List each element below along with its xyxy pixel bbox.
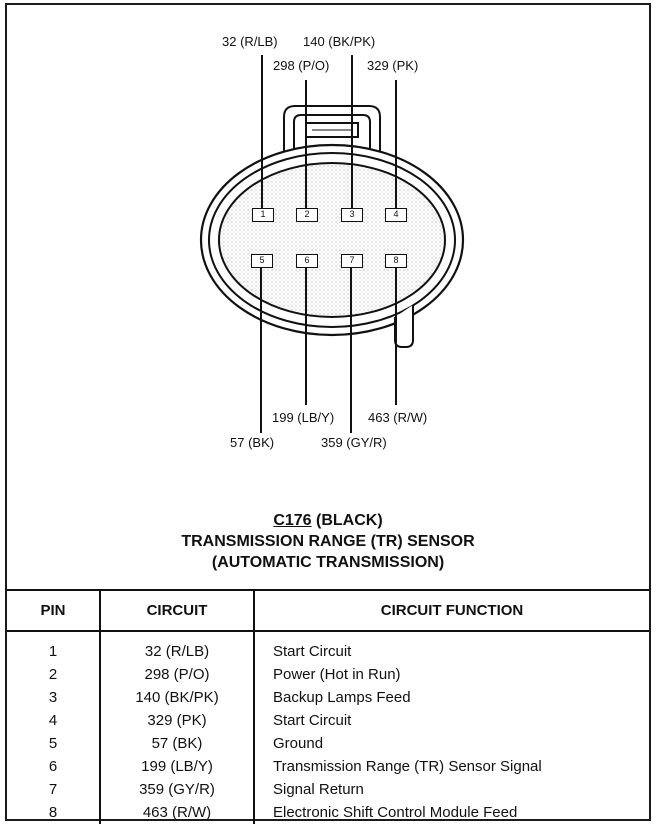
table-row: 1 32 (R/LB) Start Circuit <box>7 631 649 663</box>
cell-function: Transmission Range (TR) Sensor Signal <box>273 758 542 775</box>
cell-pin: 3 <box>7 686 101 709</box>
pin-6-box: 6 <box>296 254 318 268</box>
cell-function: Start Circuit <box>273 712 352 729</box>
cell-circuit: 298 (P/O) <box>100 663 255 686</box>
cell-pin: 8 <box>7 801 101 824</box>
pin-5-box: 5 <box>251 254 273 268</box>
connector-title: TRANSMISSION RANGE (TR) SENSOR <box>181 533 475 550</box>
table-row: 2 298 (P/O) Power (Hot in Run) <box>7 663 649 686</box>
connector-housing <box>199 105 465 348</box>
cell-function: Power (Hot in Run) <box>273 666 401 683</box>
header-pin: PIN <box>7 589 101 632</box>
connector-id-line: C176 (BLACK) <box>7 510 649 531</box>
pin-2-circuit-label: 298 (P/O) <box>273 58 330 73</box>
pin-8-circuit-label: 463 (R/W) <box>368 410 428 425</box>
pin-8-box: 8 <box>385 254 407 268</box>
pinout-table-header: PIN CIRCUIT CIRCUIT FUNCTION <box>7 589 649 632</box>
connector-drawing <box>199 55 465 433</box>
cell-function: Backup Lamps Feed <box>273 689 411 706</box>
pin-2-box: 2 <box>296 208 318 222</box>
pinout-table: PIN CIRCUIT CIRCUIT FUNCTION 1 32 (R/LB)… <box>7 589 649 824</box>
pin-5-circuit-label: 57 (BK) <box>230 435 275 450</box>
cell-pin: 6 <box>7 755 101 778</box>
pin-1-box: 1 <box>252 208 274 222</box>
cell-function: Signal Return <box>273 781 364 798</box>
pin-leader-lines <box>260 55 397 433</box>
pin-1-circuit-label: 32 (R/LB) <box>222 34 278 49</box>
pin-3-circuit-label: 140 (BK/PK) <box>303 34 376 49</box>
cell-function: Electronic Shift Control Module Feed <box>273 804 518 821</box>
connector-subtitle: (AUTOMATIC TRANSMISSION) <box>211 554 445 571</box>
cell-circuit: 359 (GY/R) <box>100 778 255 801</box>
table-row: 4 329 (PK) Start Circuit <box>7 709 649 732</box>
cell-function: Start Circuit <box>273 643 352 660</box>
cell-pin: 2 <box>7 663 101 686</box>
cell-pin: 4 <box>7 709 101 732</box>
cell-circuit: 140 (BK/PK) <box>100 686 255 709</box>
connector-code: C176 <box>273 512 312 529</box>
connector-diagram-frame: 1 2 3 4 5 6 7 8 32 (R/LB) 298 (P/O) 140 … <box>5 3 651 824</box>
pin-3-box: 3 <box>341 208 363 222</box>
connector-diagram: 1 2 3 4 5 6 7 8 32 (R/LB) 298 (P/O) 140 … <box>7 5 649 485</box>
header-circuit-function: CIRCUIT FUNCTION <box>254 589 649 632</box>
cell-circuit: 57 (BK) <box>100 732 255 755</box>
pin-7-circuit-label: 359 (GY/R) <box>321 435 387 450</box>
pin-4-box: 4 <box>385 208 407 222</box>
table-row: 7 359 (GY/R) Signal Return <box>7 778 649 801</box>
pin-6-circuit-label: 199 (LB/Y) <box>272 410 335 425</box>
connector-caption: C176 (BLACK) TRANSMISSION RANGE (TR) SEN… <box>7 510 649 573</box>
table-row: 5 57 (BK) Ground <box>7 732 649 755</box>
table-row: 8 463 (R/W) Electronic Shift Control Mod… <box>7 801 649 824</box>
cell-circuit: 199 (LB/Y) <box>100 755 255 778</box>
table-row: 6 199 (LB/Y) Transmission Range (TR) Sen… <box>7 755 649 778</box>
connector-color: (BLACK) <box>316 512 383 529</box>
cell-circuit: 329 (PK) <box>100 709 255 732</box>
cell-function: Ground <box>273 735 324 752</box>
cell-pin: 1 <box>7 631 101 663</box>
pinout-table-wrap: PIN CIRCUIT CIRCUIT FUNCTION 1 32 (R/LB)… <box>7 589 649 824</box>
pin-4-circuit-label: 329 (PK) <box>367 58 419 73</box>
cell-pin: 5 <box>7 732 101 755</box>
cell-circuit: 32 (R/LB) <box>100 631 255 663</box>
table-row: 3 140 (BK/PK) Backup Lamps Feed <box>7 686 649 709</box>
cell-pin: 7 <box>7 778 101 801</box>
cell-circuit: 463 (R/W) <box>100 801 255 824</box>
pin-7-box: 7 <box>341 254 363 268</box>
header-circuit: CIRCUIT <box>100 589 255 632</box>
